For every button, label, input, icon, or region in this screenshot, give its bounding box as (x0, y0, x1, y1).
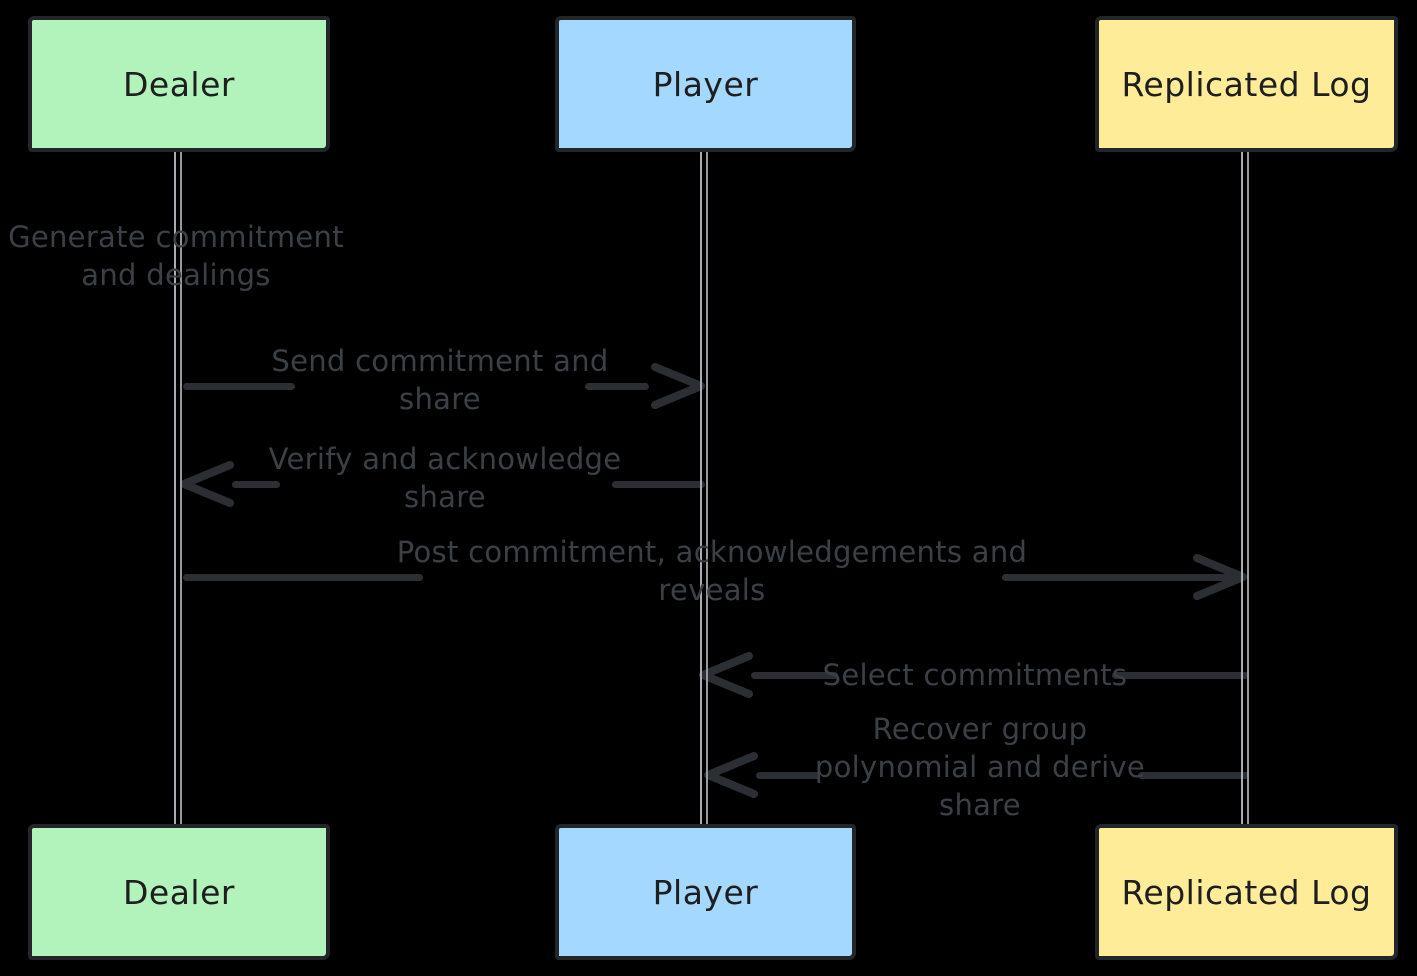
message-line: polynomial and derive (814, 750, 1146, 784)
message-line: Send commitment and (271, 344, 609, 378)
actor-replicated-log-bottom: Replicated Log (1095, 824, 1398, 960)
arrow-line (232, 481, 280, 488)
arrow-line (183, 574, 423, 581)
arrowhead-left-icon (180, 461, 234, 507)
actor-dealer-bottom: Dealer (28, 824, 330, 960)
note-generate-commitment: Generate commitment and dealings (8, 218, 344, 294)
lifeline-replicated-log (1241, 148, 1249, 828)
message-line: Post commitment, acknowledgements and (396, 535, 1028, 569)
arrow-line (756, 772, 820, 779)
message-select-commitments: Select commitments (823, 656, 1128, 694)
actor-player-bottom: Player (555, 824, 856, 960)
lifeline-dealer (174, 148, 182, 828)
message-line: Verify and acknowledge (268, 442, 622, 476)
arrow-line (585, 383, 649, 390)
arrow-line (1112, 672, 1249, 679)
note-line: Generate commitment (8, 220, 344, 254)
actor-player-top: Player (555, 16, 856, 152)
actor-label: Dealer (123, 872, 235, 912)
actor-label: Replicated Log (1121, 872, 1372, 912)
arrowhead-left-icon (704, 752, 758, 798)
arrow-line (183, 383, 295, 390)
actor-label: Dealer (123, 64, 235, 104)
message-post-commitment: Post commitment, acknowledgements and re… (397, 533, 1028, 609)
arrow-line (751, 672, 838, 679)
lifeline-player (700, 148, 708, 828)
arrowhead-right-icon (651, 363, 705, 409)
arrowhead-right-icon (1193, 554, 1247, 600)
actor-label: Player (652, 64, 759, 104)
actor-label: Replicated Log (1121, 64, 1372, 104)
message-recover-group-polynomial: Recover group polynomial and derive shar… (815, 710, 1145, 824)
message-line: share (404, 480, 486, 514)
actor-dealer-top: Dealer (28, 16, 330, 152)
arrow-line (1002, 574, 1236, 581)
message-verify-acknowledge: Verify and acknowledge share (269, 440, 622, 516)
message-line: share (399, 382, 481, 416)
actor-replicated-log-top: Replicated Log (1095, 16, 1398, 152)
message-line: Select commitments (822, 658, 1128, 692)
message-line: reveals (658, 573, 766, 607)
arrow-line (1138, 772, 1249, 779)
message-line: Recover group (872, 712, 1088, 746)
message-line: share (939, 788, 1021, 822)
actor-label: Player (652, 872, 759, 912)
arrowhead-left-icon (699, 652, 753, 698)
message-send-commitment: Send commitment and share (271, 342, 608, 418)
arrow-line (612, 481, 705, 488)
note-line: and dealings (81, 258, 271, 292)
